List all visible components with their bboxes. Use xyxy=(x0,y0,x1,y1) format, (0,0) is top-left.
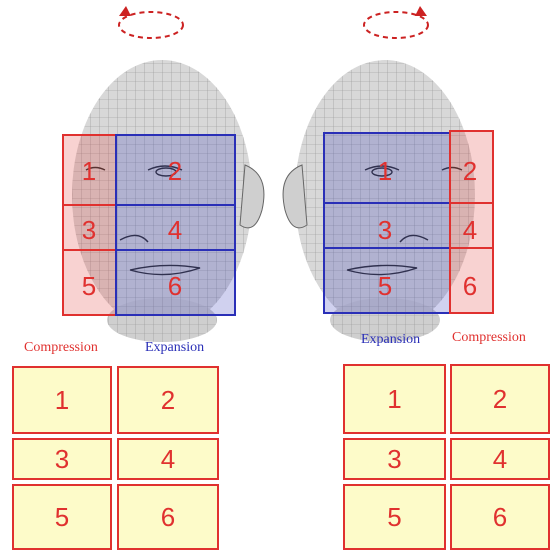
left-head-features xyxy=(85,165,201,276)
left-region-3: 3 xyxy=(82,215,96,245)
left-grid-cell-5: 5 xyxy=(12,484,112,550)
right-region-3: 3 xyxy=(378,215,392,245)
right-region-6: 6 xyxy=(463,271,477,301)
right-grid-cell-2: 2 xyxy=(450,364,550,434)
left-region-2: 2 xyxy=(168,156,182,186)
right-grid-cell-1: 1 xyxy=(343,364,446,434)
left-region-6: 6 xyxy=(168,271,182,301)
left-region-4: 4 xyxy=(168,215,182,245)
right-head-features xyxy=(346,165,463,276)
right-region-2: 2 xyxy=(463,156,477,186)
left-region-5: 5 xyxy=(82,271,96,301)
left-expansion-label: Expansion xyxy=(145,340,205,355)
rotate-arrow-right-icon xyxy=(363,6,429,39)
right-expansion-regions xyxy=(323,132,451,314)
right-grid-cell-6: 6 xyxy=(450,484,550,550)
left-grid-cell-6: 6 xyxy=(117,484,219,550)
right-region-4: 4 xyxy=(463,215,477,245)
right-compression-label: Compression xyxy=(452,330,526,345)
right-region-numbers: 1 2 3 4 5 6 xyxy=(378,156,477,301)
right-region-1: 1 xyxy=(378,156,392,186)
right-expansion-label: Expansion xyxy=(361,332,421,347)
left-grid-cell-1: 1 xyxy=(12,366,112,434)
right-grid-cell-3: 3 xyxy=(343,438,446,480)
left-region-numbers: 1 2 3 4 5 6 xyxy=(82,156,182,301)
right-compression-regions xyxy=(449,130,494,314)
right-grid-cell-5: 5 xyxy=(343,484,446,550)
right-grid-cell-4: 4 xyxy=(450,438,550,480)
rotate-arrow-left-icon xyxy=(118,6,184,39)
left-grid-cell-3: 3 xyxy=(12,438,112,480)
left-expansion-regions xyxy=(115,134,236,316)
left-grid-cell-2: 2 xyxy=(117,366,219,434)
left-grid-cell-4: 4 xyxy=(117,438,219,480)
right-head-mesh xyxy=(282,60,475,342)
left-compression-label: Compression xyxy=(24,340,98,355)
left-region-1: 1 xyxy=(82,156,96,186)
right-region-5: 5 xyxy=(378,271,392,301)
